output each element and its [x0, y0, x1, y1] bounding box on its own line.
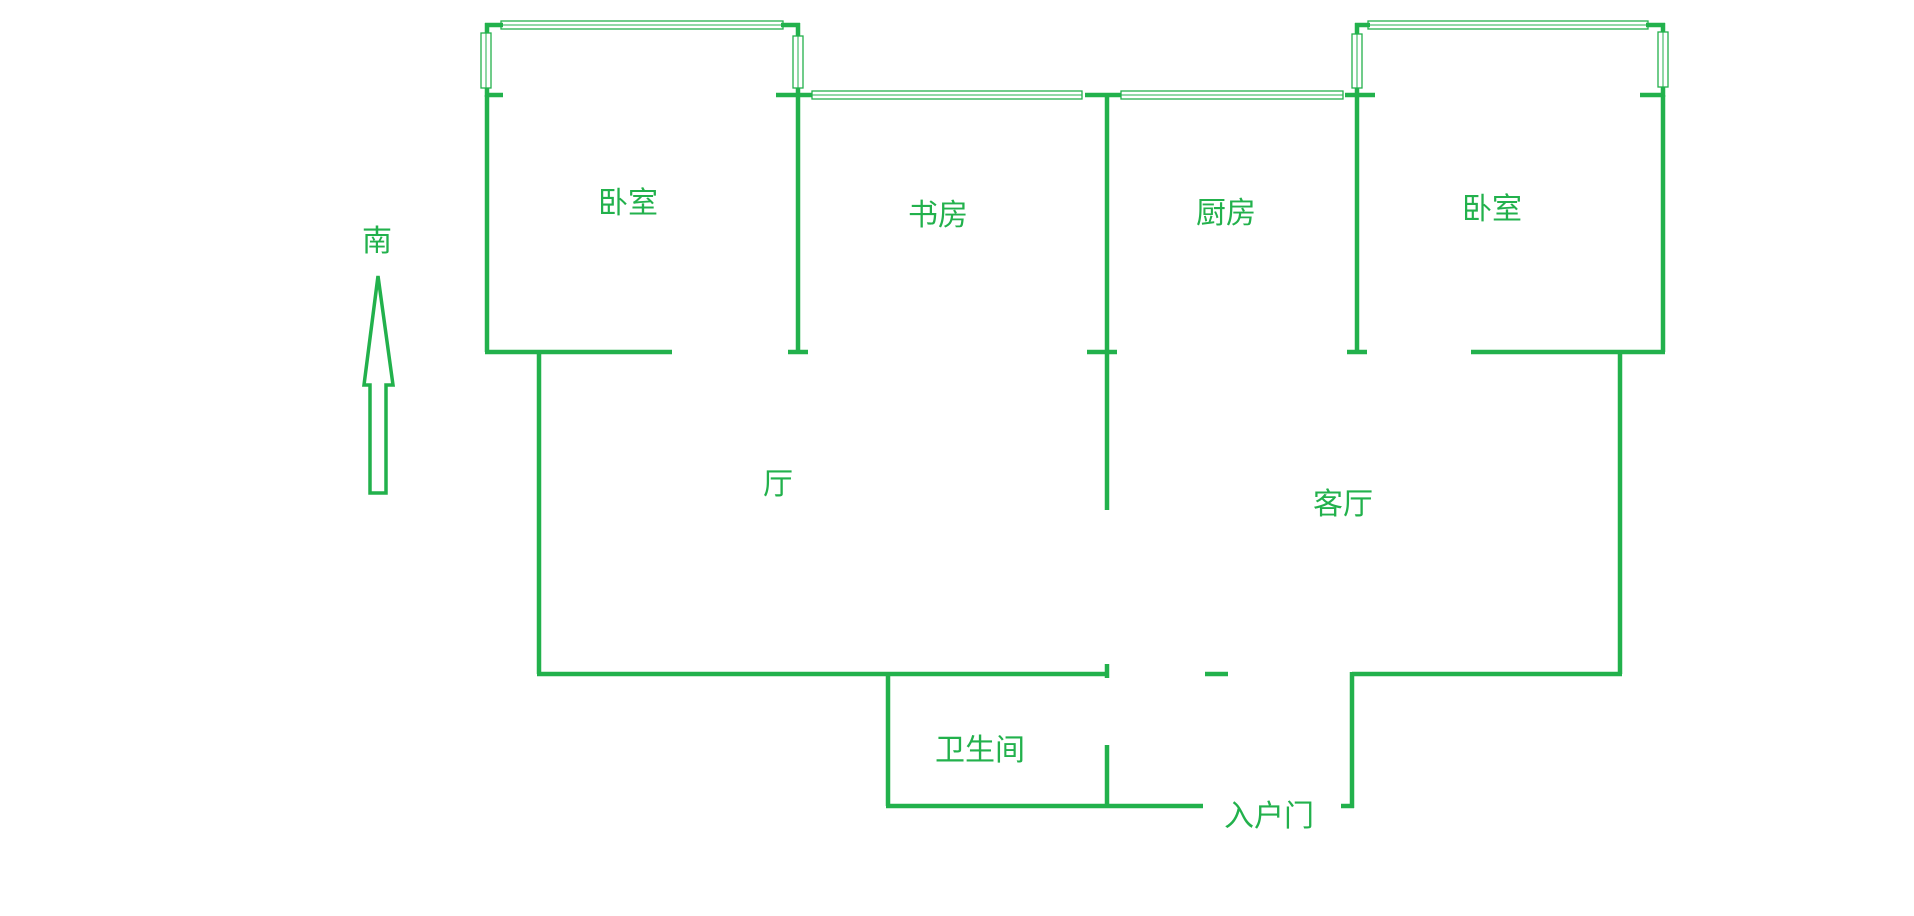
- compass-label: 南: [362, 224, 392, 259]
- compass: 南: [362, 224, 396, 495]
- room-label-bedroom-right: 卧室: [1462, 192, 1522, 227]
- room-label-kitchen: 厨房: [1196, 196, 1256, 231]
- windows: [480, 20, 1669, 100]
- window-bedroom-left-west: [480, 23, 492, 97]
- window-kitchen-north: [1120, 90, 1344, 100]
- north-south-arrow-icon: [362, 275, 396, 495]
- room-label-living-room: 客厅: [1313, 487, 1373, 522]
- room-labels: 卧室 书房 厨房 卧室 厅 客厅 卫生间 入户门: [598, 186, 1522, 834]
- window-bedroom-left-east: [792, 23, 804, 97]
- window-bedroom-right-west: [1351, 23, 1363, 97]
- room-label-hall: 厅: [763, 467, 793, 502]
- window-bedroom-right-east: [1657, 23, 1669, 97]
- room-label-study: 书房: [908, 198, 968, 233]
- room-label-entrance-door: 入户门: [1224, 799, 1314, 834]
- room-label-bedroom-left: 卧室: [598, 186, 658, 221]
- walls: [484, 92, 1666, 809]
- window-bedroom-left-north: [485, 20, 800, 30]
- room-label-bathroom: 卫生间: [935, 733, 1025, 768]
- window-study-north: [798, 90, 1083, 100]
- window-bedroom-right-north: [1355, 20, 1665, 30]
